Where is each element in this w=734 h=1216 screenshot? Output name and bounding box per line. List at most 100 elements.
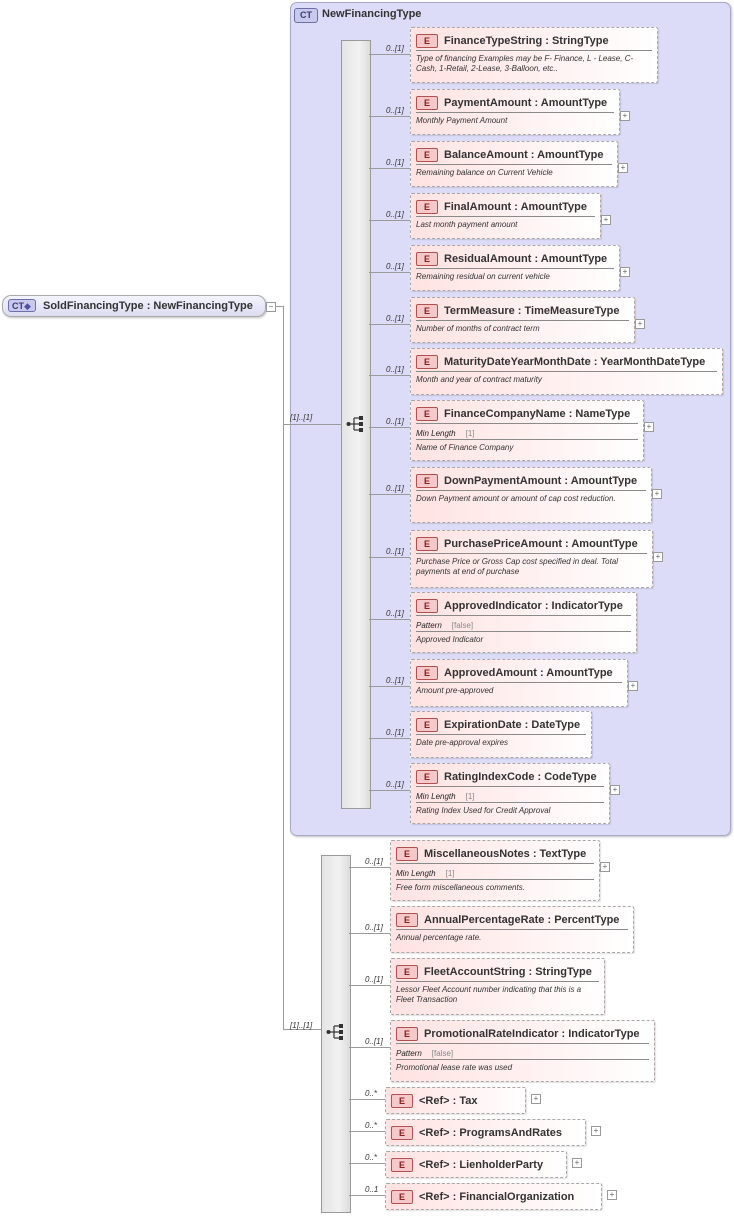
element-badge: E xyxy=(416,251,438,266)
element-documentation: Free form miscellaneous comments. xyxy=(396,883,525,892)
element-facet: Pattern[false] xyxy=(396,1049,453,1058)
element-divider xyxy=(416,786,604,787)
expand-icon[interactable]: + xyxy=(618,163,628,173)
complex-type-badge: CT xyxy=(294,8,318,23)
complex-type-title: NewFinancingType xyxy=(322,8,422,20)
element-box[interactable]: E<Ref> : ProgramsAndRates xyxy=(385,1119,586,1146)
expand-icon[interactable]: + xyxy=(572,1158,582,1168)
element-documentation: Name of Finance Company xyxy=(416,443,514,452)
root-element-box[interactable]: CT◆ SoldFinancingType : NewFinancingType xyxy=(2,295,266,317)
element-badge: E xyxy=(416,95,438,110)
connector-line xyxy=(349,985,390,986)
expand-icon[interactable]: + xyxy=(620,267,630,277)
element-divider xyxy=(416,50,652,51)
element-badge: E xyxy=(416,199,438,214)
element-badge: E xyxy=(391,1189,413,1204)
element-occurrence: 0..[1] xyxy=(365,857,383,866)
connector-line xyxy=(283,424,341,425)
expand-icon[interactable]: + xyxy=(620,111,630,121)
expand-icon[interactable]: + xyxy=(628,681,638,691)
element-name: BalanceAmount : AmountType xyxy=(444,148,604,161)
element-occurrence: 0..[1] xyxy=(365,923,383,932)
expand-icon[interactable]: + xyxy=(653,552,663,562)
element-badge: E xyxy=(416,33,438,48)
collapse-icon[interactable]: − xyxy=(266,302,276,312)
element-divider xyxy=(416,439,638,440)
expand-icon[interactable]: + xyxy=(601,215,611,225)
element-documentation: Type of financing Examples may be F- Fin… xyxy=(416,54,634,73)
element-badge: E xyxy=(396,912,418,927)
element-occurrence: 0..[1] xyxy=(386,676,404,685)
element-occurrence: 0..* xyxy=(365,1121,378,1130)
element-occurrence: 0..[1] xyxy=(386,780,404,789)
element-occurrence: 0..[1] xyxy=(386,262,404,271)
element-name: MaturityDateYearMonthDate : YearMonthDat… xyxy=(444,355,706,368)
sequence-occurrence: [1]..[1] xyxy=(290,1021,313,1030)
element-documentation: Promotional lease rate was used xyxy=(396,1063,513,1072)
element-divider xyxy=(416,734,586,735)
connector-line xyxy=(349,1131,390,1132)
element-occurrence: 0..1 xyxy=(365,1185,379,1194)
expand-icon[interactable]: + xyxy=(607,1190,617,1200)
element-occurrence: 0..[1] xyxy=(386,547,404,556)
element-divider xyxy=(416,371,717,372)
expand-icon[interactable]: + xyxy=(652,489,662,499)
element-documentation: Number of months of contract term xyxy=(416,324,540,333)
connector-line xyxy=(369,494,410,495)
element-divider xyxy=(396,879,594,880)
facet-label: Min Length xyxy=(416,429,456,438)
expand-icon[interactable]: + xyxy=(600,862,610,872)
expand-icon[interactable]: + xyxy=(591,1126,601,1136)
element-box[interactable]: E <Ref> : Tax xyxy=(385,1087,526,1114)
element-facet: Pattern[false] xyxy=(416,621,473,630)
element-badge: E xyxy=(416,406,438,421)
element-name: TermMeasure : TimeMeasureType xyxy=(444,304,620,317)
expand-icon[interactable]: + xyxy=(644,422,654,432)
expand-icon[interactable]: + xyxy=(610,785,620,795)
connector-line xyxy=(369,324,410,325)
connector-line xyxy=(276,306,284,307)
element-occurrence: 0..[1] xyxy=(386,106,404,115)
element-badge: E xyxy=(391,1125,413,1140)
expand-icon[interactable]: + xyxy=(635,319,645,329)
element-name: FinalAmount : AmountType xyxy=(444,200,587,213)
element-box[interactable]: E<Ref> : LienholderParty xyxy=(385,1151,567,1178)
expand-icon[interactable]: + xyxy=(531,1094,541,1104)
element-name: <Ref> : Tax xyxy=(419,1094,478,1107)
element-divider xyxy=(416,320,629,321)
element-badge: E xyxy=(416,717,438,732)
element-documentation: Last month payment amount xyxy=(416,220,518,229)
connector-line xyxy=(349,933,390,934)
element-badge: E xyxy=(391,1093,413,1108)
element-box[interactable]: E<Ref> : FinancialOrganization xyxy=(385,1183,602,1210)
facet-label: Min Length xyxy=(396,869,436,878)
element-divider xyxy=(416,631,631,632)
connector-line xyxy=(369,116,410,117)
element-occurrence: 0..[1] xyxy=(386,210,404,219)
